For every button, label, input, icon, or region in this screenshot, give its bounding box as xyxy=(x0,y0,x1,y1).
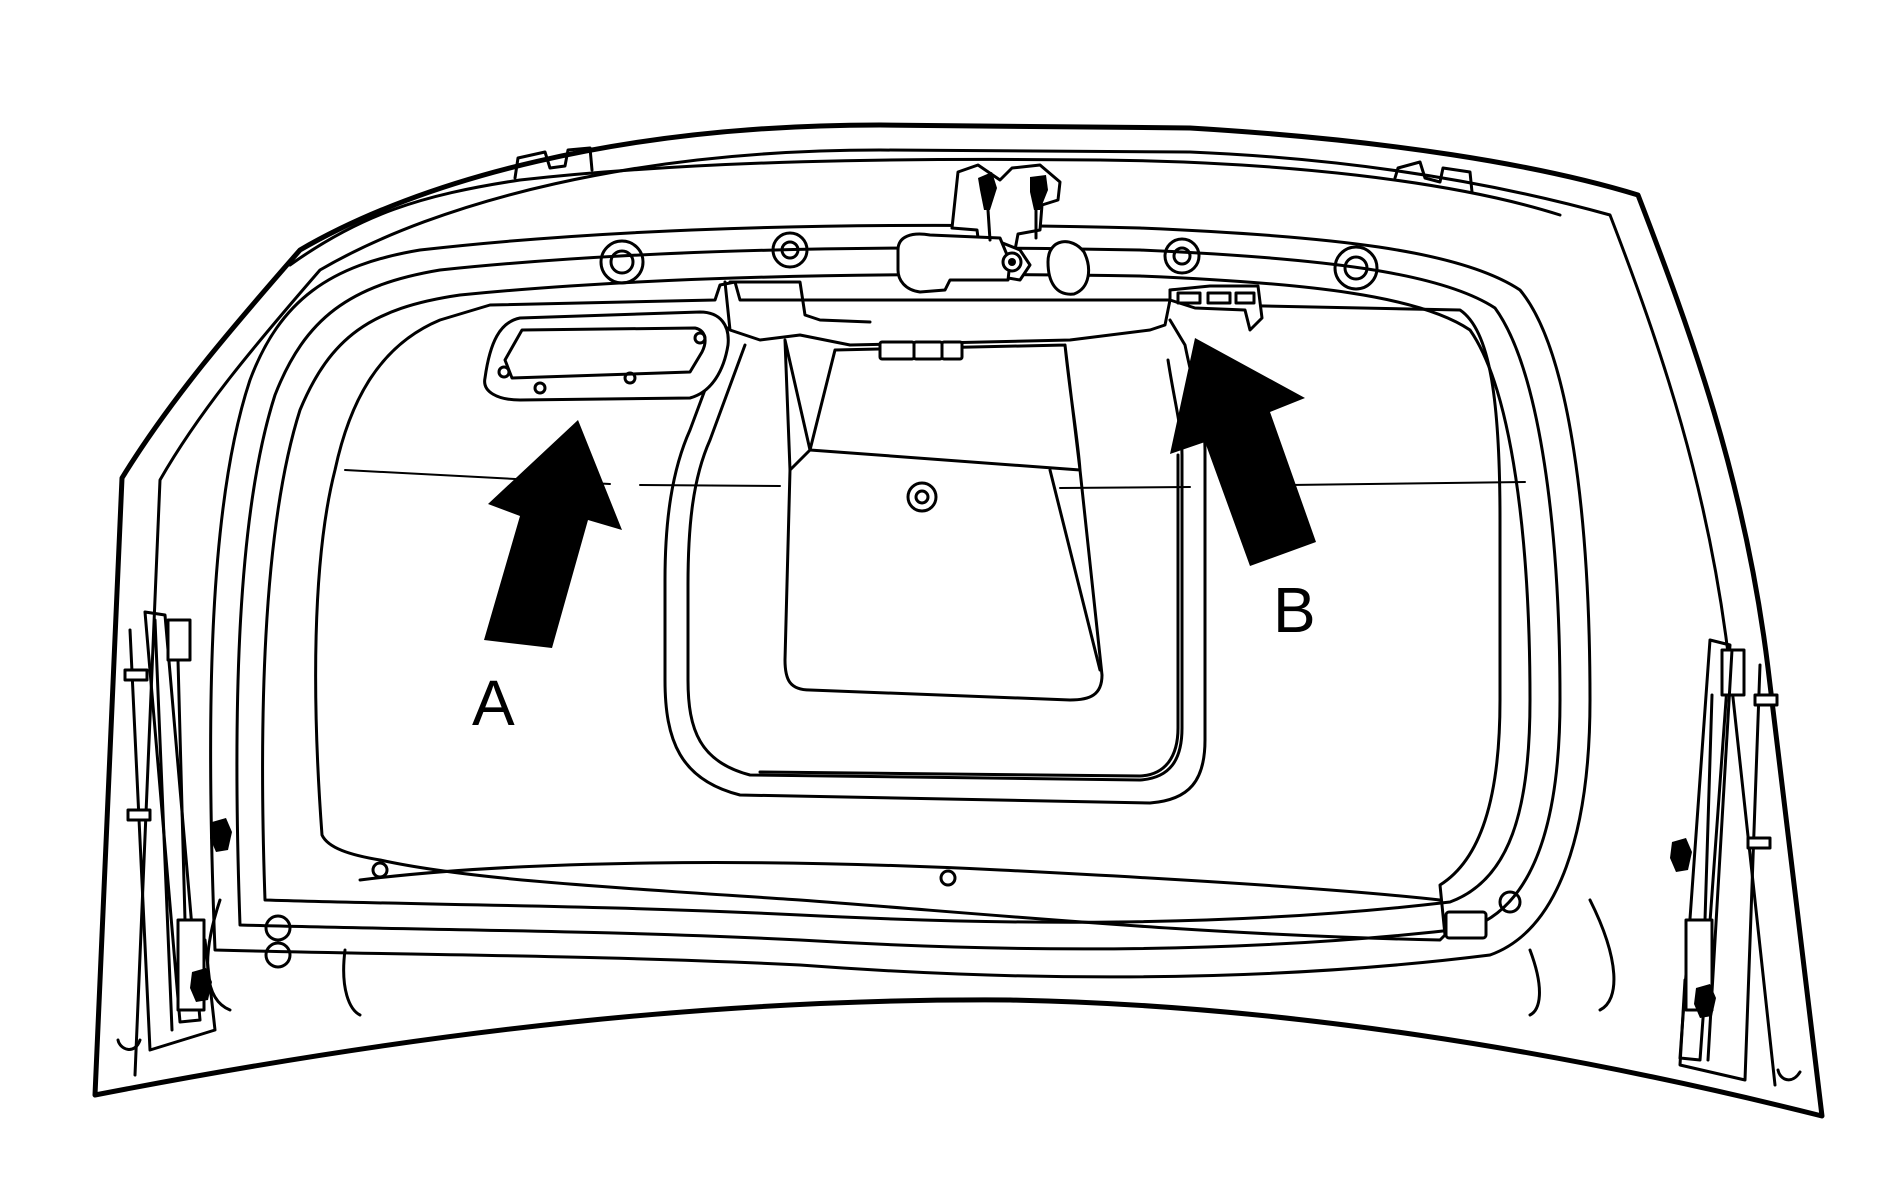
latch-assembly xyxy=(896,163,1091,296)
inner-panel-bottom-line xyxy=(358,861,1442,902)
inner-frame-mid xyxy=(235,246,1562,951)
grommet-far-right xyxy=(1333,245,1379,291)
center-trough xyxy=(783,338,1104,702)
hole-bottom-left xyxy=(371,861,389,879)
upper-brace-left-tab xyxy=(728,280,872,324)
callout-label-b: B xyxy=(1273,574,1316,646)
grommet-right xyxy=(1163,237,1201,275)
u-channel-inner xyxy=(686,343,1184,782)
callout-label-a: A xyxy=(472,667,515,739)
hole-bottom-center xyxy=(939,869,957,887)
arrow-a xyxy=(484,420,622,648)
grommet-center xyxy=(906,481,938,513)
hinge-tab-left xyxy=(513,146,594,180)
left-gas-strut xyxy=(116,610,292,1052)
center-clip-right xyxy=(940,340,964,361)
u-channel-inner-edge xyxy=(758,453,1180,778)
lid-lower-contour xyxy=(206,898,1616,1012)
trough-side xyxy=(788,448,1102,672)
trough-back-wall xyxy=(808,343,1082,472)
reference-line xyxy=(344,469,1526,489)
lid-outer-edge xyxy=(92,122,1825,1119)
center-clip-left xyxy=(878,340,916,361)
inner-frame-outer xyxy=(209,223,1592,979)
lid-lower-band xyxy=(342,948,1541,1017)
bottom-right-clip xyxy=(1444,910,1488,940)
inner-frame-inner xyxy=(261,272,1532,924)
grommet-left xyxy=(771,231,809,269)
arrow-b xyxy=(1170,338,1316,566)
right-gas-strut xyxy=(1498,638,1802,1082)
u-channel-outer xyxy=(663,318,1207,805)
inner-panel xyxy=(314,280,1502,942)
grommet-far-left xyxy=(599,239,645,285)
hinge-tab-right xyxy=(1393,160,1474,194)
upper-brace xyxy=(723,280,1172,347)
trim-bracket-b xyxy=(1168,284,1264,332)
access-cover-a xyxy=(483,310,730,402)
lid-flange-line xyxy=(133,148,1777,1087)
lid-top-rim xyxy=(288,157,1562,267)
center-clip-mid xyxy=(912,340,944,361)
